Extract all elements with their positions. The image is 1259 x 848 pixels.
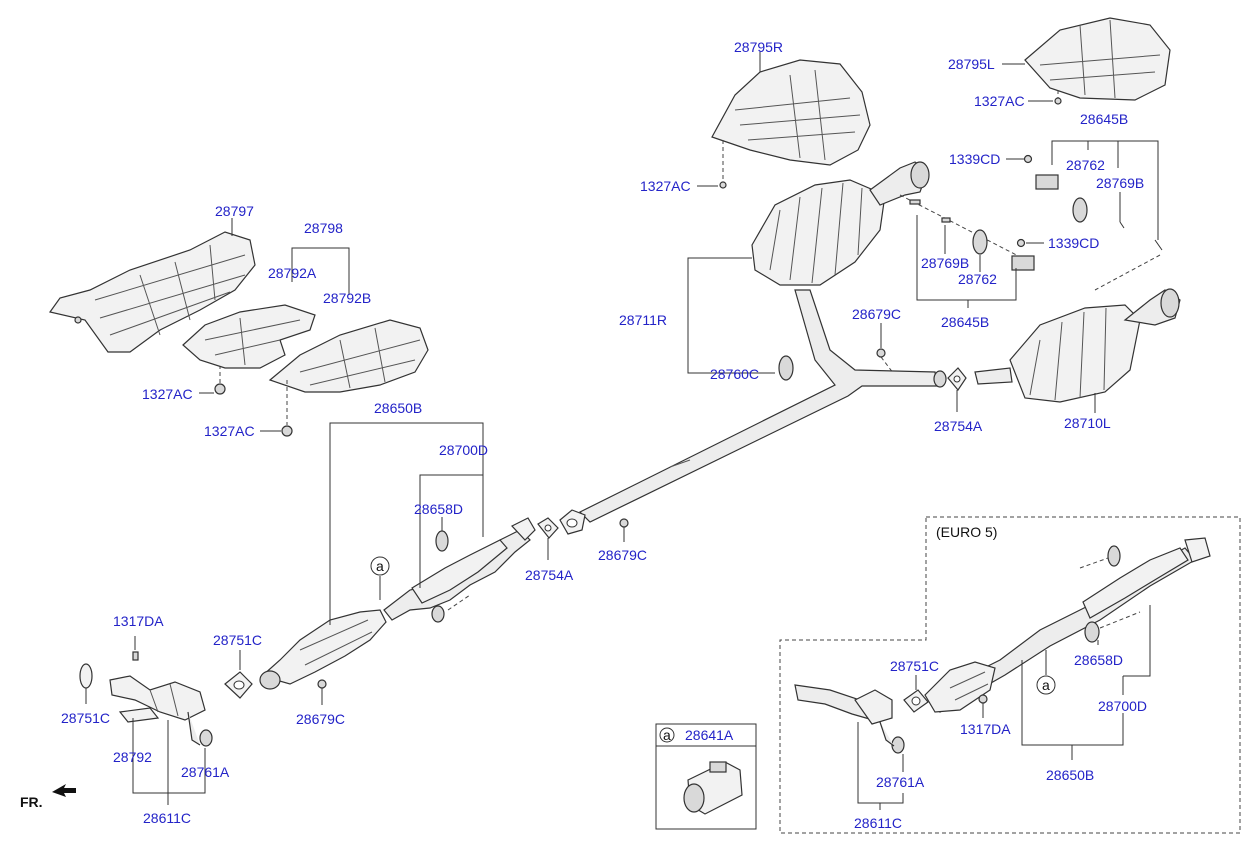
heat-shield-28797 <box>48 231 256 353</box>
clamp-inset-box: a 28641A <box>655 723 757 830</box>
bolt-icon <box>941 217 951 223</box>
label-1317da-left: 1317DA <box>113 613 164 629</box>
circle-a-marker: a <box>376 558 384 574</box>
nut-icon <box>74 316 82 324</box>
label-28611c-left: 28611C <box>143 810 191 826</box>
label-28679c-mid: 28679C <box>852 306 901 322</box>
label-28751c-left: 28751C <box>61 710 110 726</box>
rubber-hanger-icon <box>1084 621 1100 643</box>
label-28679c-c: 28679C <box>598 547 647 563</box>
label-28797: 28797 <box>215 203 254 219</box>
label-28760c: 28760C <box>710 366 759 382</box>
nut-icon <box>1023 154 1033 164</box>
label-1327ac-top-right: 1327AC <box>974 93 1025 109</box>
label-28761a-euro: 28761A <box>876 774 925 790</box>
catalytic-converter-28650b <box>259 609 387 690</box>
euro5-front-pipe <box>794 537 1211 725</box>
nut-icon <box>876 348 886 358</box>
label-28795r: 28795R <box>734 39 783 55</box>
circle-a-euro: a <box>1042 677 1050 693</box>
label-28762-top: 28762 <box>1066 157 1105 173</box>
heat-shield-28792b <box>268 319 429 393</box>
heat-shield-28795l <box>1024 17 1171 101</box>
bolt-icon <box>909 199 921 205</box>
label-28751c-euro: 28751C <box>890 658 939 674</box>
label-28761a-left: 28761A <box>181 764 230 780</box>
label-1327ac-mid: 1327AC <box>640 178 691 194</box>
nut-icon <box>719 181 727 189</box>
manifold-28611c <box>109 675 206 746</box>
rubber-hanger-icon <box>891 736 905 754</box>
nut-icon <box>1054 97 1062 105</box>
rubber-hanger-icon <box>972 229 988 255</box>
label-28658d: 28658D <box>414 501 463 517</box>
label-1339cd-bot: 1339CD <box>1048 235 1099 251</box>
euro5-box <box>779 516 1241 834</box>
muffler-28710l <box>974 288 1181 403</box>
gasket-icon <box>79 663 93 689</box>
label-28798: 28798 <box>304 220 343 236</box>
label-1327ac-l2: 1327AC <box>204 423 255 439</box>
label-28710l: 28710L <box>1064 415 1111 431</box>
main-pipe <box>559 289 947 535</box>
front-arrow-icon <box>52 784 76 797</box>
label-28769b-top: 28769B <box>1096 175 1144 191</box>
label-28658d-euro: 28658D <box>1074 652 1123 668</box>
heat-shield-28795r <box>711 59 871 166</box>
rubber-hanger-icon <box>199 729 213 747</box>
label-28650b: 28650B <box>374 400 422 416</box>
label-28751c-c: 28751C <box>213 632 262 648</box>
label-28679c-low: 28679C <box>296 711 345 727</box>
nut-icon <box>1016 238 1026 248</box>
nut-icon <box>317 679 327 689</box>
front-direction-label: FR. <box>20 794 43 810</box>
label-28762-bot: 28762 <box>958 271 997 287</box>
label-28700d: 28700D <box>439 442 488 458</box>
circle-a-inset: a <box>663 727 671 743</box>
rubber-hanger-icon <box>431 605 445 623</box>
heat-shield-28792a <box>182 304 316 369</box>
bracket-icon <box>1035 174 1059 190</box>
nut-icon <box>214 383 226 395</box>
label-28700d-euro: 28700D <box>1098 698 1147 714</box>
label-1327ac-l1: 1327AC <box>142 386 193 402</box>
label-1317da-euro: 1317DA <box>960 721 1011 737</box>
label-28754a-right: 28754A <box>934 418 983 434</box>
muffler-28711r <box>751 161 930 286</box>
label-28711r: 28711R <box>619 312 667 328</box>
front-pipe-28700d <box>383 517 536 621</box>
bracket-icon <box>1011 255 1035 271</box>
rubber-hanger-icon <box>1107 545 1121 567</box>
label-28611c-euro: 28611C <box>854 815 902 831</box>
label-28650b-euro: 28650B <box>1046 767 1094 783</box>
nut-icon <box>978 694 988 704</box>
label-28645b-top: 28645B <box>1080 111 1128 127</box>
label-28645b-bot: 28645B <box>941 314 989 330</box>
rubber-hanger-icon <box>778 355 794 381</box>
heat-shield-28792 <box>118 707 160 723</box>
label-1339cd-top: 1339CD <box>949 151 1000 167</box>
nut-icon <box>281 425 293 437</box>
label-28792a: 28792A <box>268 265 317 281</box>
rubber-hanger-icon <box>1072 197 1088 223</box>
euro5-label: (EURO 5) <box>936 524 997 540</box>
label-28769b-bot: 28769B <box>921 255 969 271</box>
stud-icon <box>132 651 139 661</box>
label-28754a-mid: 28754A <box>525 567 574 583</box>
label-28792b: 28792B <box>323 290 371 306</box>
nut-icon <box>619 518 629 528</box>
label-28792-low: 28792 <box>113 749 152 765</box>
rubber-hanger-icon <box>435 530 449 552</box>
label-28641a: 28641A <box>685 727 734 743</box>
label-28795l: 28795L <box>948 56 995 72</box>
